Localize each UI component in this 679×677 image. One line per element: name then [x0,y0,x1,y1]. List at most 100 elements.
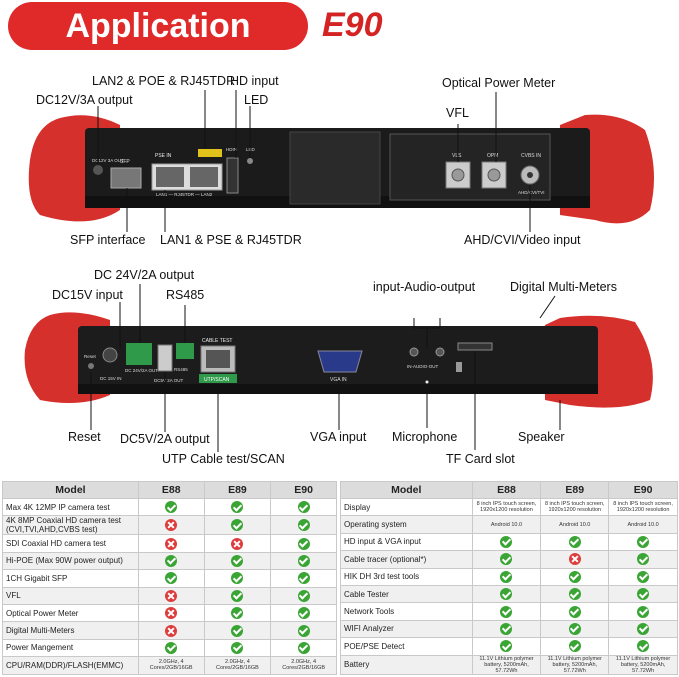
check-icon [297,519,310,532]
check-icon [637,605,650,618]
supported-cell [608,532,678,552]
supported-cell [540,637,610,656]
dc24-panel-label: DC 24V/2A OUT [125,368,158,373]
check-icon [297,624,310,637]
check-icon [297,501,310,514]
supported-cell [270,534,337,553]
dc12-port [93,165,103,175]
spec-text: 2.0GHz, 4 Cores/2GB/16GB [216,659,259,672]
supported-cell [608,602,678,621]
callout-sfp: SFP interface [70,233,146,247]
feature-label: SDI Coaxial HD camera test [2,534,139,553]
check-icon [165,554,178,567]
check-icon [231,501,244,514]
unsupported-cell [137,603,205,623]
unsupported-cell [540,550,610,569]
unsupported-cell [137,621,205,640]
tf-slot [457,342,493,351]
unsupported-cell [137,515,205,536]
supported-cell [203,586,272,605]
audio-out-port [435,347,445,357]
feature-label: CPU/RAM(DDR)/FLASH(EMMC) [2,656,139,675]
table-header-model: Model [340,481,473,499]
sfp-port [110,167,142,189]
supported-cell [137,551,205,571]
callout-dc5: DC5V/2A output [120,432,210,446]
usb-port [157,344,173,372]
check-icon [231,519,244,532]
cross-icon [165,519,178,532]
callout-hd-input: HD input [230,74,279,88]
check-icon [231,607,244,620]
spec-cell: Android 10.0 [471,515,542,534]
supported-cell [270,515,337,536]
table-header-e89: E89 [540,481,610,499]
callout-utp: UTP Cable test/SCAN [162,452,285,466]
spec-cell: 2.0GHz, 4 Cores/2GB/16GB [137,656,205,675]
feature-label: POE/PSE Detect [340,637,473,656]
supported-cell [270,569,337,588]
check-icon [297,607,310,620]
table-header-e89: E89 [203,481,272,499]
table-row: Power Mangement [2,638,337,658]
check-icon [568,640,581,653]
feature-label: WIFI Analyzer [340,619,473,639]
spec-cell: 11.1V Lithium polymer battery, 5200mAh, … [608,654,678,675]
feature-label: Optical Power Meter [2,603,139,623]
spec-cell: 2.0GHz, 4 Cores/2GB/16GB [203,656,272,675]
callout-dc15: DC15V input [52,288,123,302]
check-icon [297,572,310,585]
spec-text: 2.0GHz, 4 Cores/2GB/16GB [149,659,193,672]
callout-optical: Optical Power Meter [442,76,556,90]
spec-text: Android 10.0 [627,521,659,528]
bottom-device: Reset DC 15V IN DC 24V/2A OUT DC5V 2A OU… [24,284,653,452]
table-row: 1CH Gigabit SFP [2,569,337,588]
supported-cell [471,602,542,621]
comparison-table-left: Model E88 E89 E90 Max 4K 12MP IP camera … [2,481,337,675]
check-icon [637,553,650,566]
supported-cell [203,497,272,517]
hdin-panel-label: HDIN [226,147,237,152]
table-row: Network Tools [340,602,678,621]
check-icon [568,605,581,618]
spec-text: 11.1V Lithium polymer battery, 5200mAh, … [479,655,534,674]
cross-icon [165,537,178,550]
check-icon [500,588,513,601]
check-icon [165,641,178,654]
opm-panel-label: OPM [487,153,498,159]
cvbs-panel-label: CVBS IN [521,153,541,159]
supported-cell [270,551,337,571]
table-row: 4K 8MP Coaxial HD camera test (CVI,TVI,A… [2,515,337,536]
supported-cell [471,532,542,552]
table-row: HIK DH 3rd test tools [340,567,678,586]
check-icon [500,640,513,653]
spec-cell: 2.0GHz, 4 Cores/2GB/16GB [270,656,337,675]
callout-audio: input-Audio-output [373,280,476,294]
table-row: Hi-POE (Max 90W power output) [2,551,337,571]
callout-dmm: Digital Multi-Meters [510,280,617,294]
table-row: Optical Power Meter [2,603,337,623]
cross-icon [165,589,178,602]
feature-label: VFL [2,586,139,605]
supported-cell [471,567,542,586]
spec-text: Android 10.0 [490,521,523,528]
table-row: POE/PSE Detect [340,637,678,656]
check-icon [500,622,513,635]
callout-led: LED [244,93,269,107]
feature-label: Network Tools [340,602,473,621]
ahd-panel-label: AHD/CVI/TVI [518,190,545,195]
reset-panel-label: Reset [84,354,97,359]
table-header-e90: E90 [270,481,337,499]
supported-cell [137,638,205,658]
callout-mic: Microphone [392,430,458,444]
check-icon [231,624,244,637]
check-icon [231,572,244,585]
supported-cell [203,638,272,658]
check-icon [637,570,650,583]
dc24-terminal [126,343,152,365]
check-icon [165,572,178,585]
feature-label: HIK DH 3rd test tools [340,567,473,586]
feature-label: HD input & VGA input [340,532,473,552]
rs485-panel-label: RS485 [174,367,188,372]
